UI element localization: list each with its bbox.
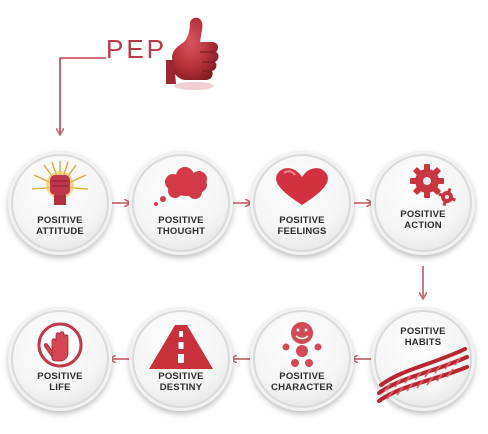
node-label-line1: POSITIVE xyxy=(158,215,204,226)
node-label-line2: THOUGHT xyxy=(156,226,206,237)
node-label-line1: POSITIVE xyxy=(279,215,325,226)
smiley-figure-icon xyxy=(282,322,322,367)
thought-cloud-icon xyxy=(154,167,207,206)
pep-elbow-connector xyxy=(60,57,106,134)
node-positive-destiny: POSITIVE DESTINY xyxy=(129,307,233,411)
node-label-line1: POSITIVE xyxy=(37,371,83,382)
node-positive-feelings: POSITIVE FEELINGS xyxy=(250,151,354,255)
node-positive-action: POSITIVE ACTION xyxy=(371,151,475,255)
node-positive-character: POSITIVE CHARACTER xyxy=(250,307,354,411)
node-label-line1: POSITIVE xyxy=(37,215,83,226)
node-positive-thought: POSITIVE THOUGHT xyxy=(129,151,233,255)
gears-icon xyxy=(410,164,456,206)
road-icon xyxy=(149,325,213,369)
node-positive-habits: POSITIVE HABITS xyxy=(371,307,475,411)
node-label-line2: LIFE xyxy=(49,382,71,393)
node-positive-life: POSITIVE LIFE xyxy=(8,307,112,411)
node-positive-attitude: POSITIVE ATTITUDE xyxy=(8,151,112,255)
node-label-line2: HABITS xyxy=(404,337,442,348)
node-label-line2: ATTITUDE xyxy=(36,226,84,237)
pep-title: PEP xyxy=(106,34,168,64)
thumbs-up-icon xyxy=(166,17,219,90)
rope-icon xyxy=(377,347,469,403)
node-label-line2: ACTION xyxy=(404,220,442,231)
node-label-line1: POSITIVE xyxy=(279,371,325,382)
heart-icon xyxy=(276,168,328,205)
node-label-line1: POSITIVE xyxy=(158,371,204,382)
node-label-line1: POSITIVE xyxy=(400,209,446,220)
node-label-line2: FEELINGS xyxy=(277,226,327,237)
node-label-line2: CHARACTER xyxy=(271,382,333,393)
open-hand-icon xyxy=(37,322,83,368)
node-label-line2: DESTINY xyxy=(159,382,203,393)
raised-fist-icon xyxy=(31,161,89,205)
node-label-line1: POSITIVE xyxy=(400,326,446,337)
